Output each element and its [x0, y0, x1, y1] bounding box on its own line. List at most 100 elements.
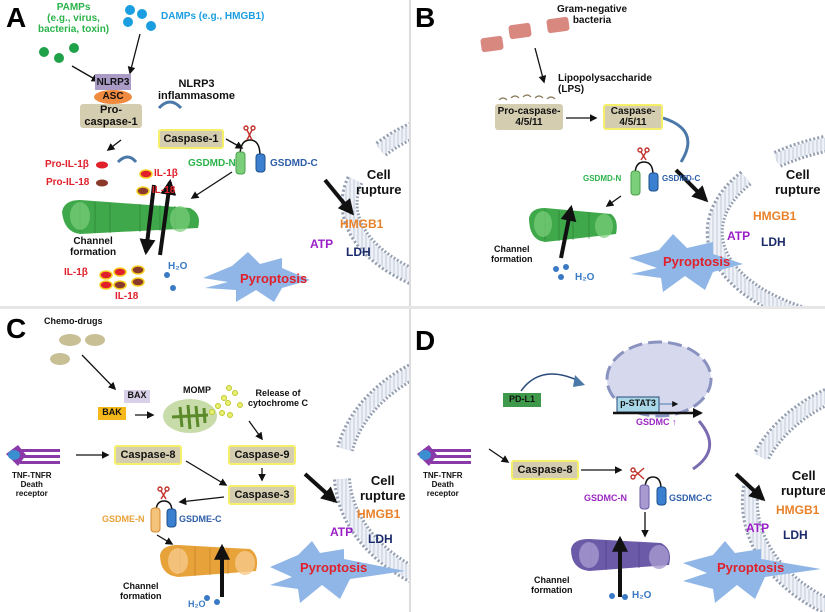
inflammasome-line-1: NLRP3 — [178, 78, 215, 90]
ldh-label: LDH — [368, 532, 393, 546]
h2o-label: H₂O — [632, 590, 652, 601]
ldh-label: LDH — [783, 528, 808, 542]
chemo-drugs-label: Chemo-drugs — [44, 316, 103, 326]
caspase-4-5-11-box: Caspase- 4/5/11 — [603, 104, 663, 130]
panel-label: C — [6, 313, 27, 344]
pamps-line-2: (e.g., virus, — [47, 13, 100, 25]
gsdme-pore-channel — [160, 545, 258, 577]
h2o-label: H₂O — [575, 272, 595, 283]
arrow-pdl1-head — [573, 375, 585, 387]
h2o-label: H₂O — [188, 599, 206, 609]
water-molecules — [609, 593, 628, 600]
pamps-line-3: bacteria, toxin) — [38, 24, 110, 36]
asc-label: ASC — [102, 91, 124, 102]
tnf-receptor-icon — [417, 445, 471, 466]
bak-label: BAK — [98, 407, 126, 420]
pyroptosis-label: Pyroptosis — [717, 560, 785, 575]
cell-rupture-line-1: Cell — [366, 167, 391, 182]
panel-divider-horizontal — [0, 306, 825, 309]
cell-rupture-label: Cell rupture — [356, 167, 402, 197]
arrow-gsdme-to-channel — [156, 534, 174, 545]
arrow-pamps-to-nlrp3 — [71, 65, 100, 82]
atp-label: ATP — [310, 237, 334, 251]
gsdmd-pore-channel — [62, 200, 199, 234]
hmgb1-label: HMGB1 — [357, 507, 401, 521]
lps-label: Lipopolysaccharide (LPS) — [558, 73, 652, 95]
channel-line-1: Channel — [533, 575, 570, 585]
il-18-label: IL-18 — [152, 185, 176, 196]
damps-label: DAMPs (e.g., HMGB1) — [161, 11, 265, 22]
water-molecules — [553, 264, 569, 280]
arrow-caspase1-to-cytokines — [106, 139, 122, 151]
scissors-icon — [630, 467, 645, 480]
pamps-label: PAMPs (e.g., virus, bacteria, toxin) — [38, 2, 109, 36]
channel-formation-label: Channel formation — [531, 575, 573, 595]
mitochondria-icon — [163, 399, 217, 433]
panel-b-graphics — [480, 16, 825, 306]
rupture-arrow — [734, 472, 766, 502]
arrow-damps-to-nlrp3 — [127, 33, 141, 75]
caspase-3-box: Caspase-3 — [228, 485, 296, 505]
pro-caspase-line-2: 4/5/11 — [515, 117, 543, 128]
pd-l1-label: PD-L1 — [508, 394, 535, 404]
receptor-line-3: receptor — [426, 488, 459, 498]
rupture-arrow — [323, 178, 355, 216]
arrow-caspase3-to-gsdme — [178, 496, 225, 506]
pyroptosis-starburst — [203, 252, 310, 302]
p-stat3-label: p-STAT3 — [620, 398, 656, 408]
cell-rupture-line-2: rupture — [775, 181, 821, 197]
release-line-2: cytochrome C — [248, 398, 309, 409]
channel-line-1: Channel — [122, 581, 159, 591]
cytochrome-c-particles — [209, 385, 243, 418]
pro-caspase-1-box: Pro- caspase-1 — [80, 104, 142, 128]
channel-line-2: formation — [70, 247, 117, 259]
pro-caspase-4-5-11-box: Pro-caspase- 4/5/11 — [495, 104, 563, 130]
bacteria-line-1: Gram-negative — [557, 4, 628, 15]
hmgb1-label: HMGB1 — [753, 209, 797, 223]
channel-influx-arrow — [559, 204, 577, 259]
receptor-line-3: receptor — [15, 488, 48, 498]
release-line-1: Release of — [255, 388, 301, 398]
gsdme-n-label: GSDME-N — [102, 514, 145, 524]
hmgb1-label: HMGB1 — [776, 503, 820, 517]
tnf-receptor-icon — [6, 445, 60, 466]
cell-rupture-label: Cell rupture — [781, 468, 825, 498]
panel-a: A PAMPs (e.g., virus, bacteria, toxin) D… — [0, 0, 409, 306]
cell-rupture-line-2: rupture — [360, 487, 406, 503]
gsdmc-n-label: GSDMC-N — [584, 493, 627, 503]
pyroptosis-starburst — [629, 234, 743, 292]
arrow-bacteria-to-lps — [534, 47, 547, 84]
gsdme-protein — [150, 500, 177, 533]
ldh-label: LDH — [761, 235, 786, 249]
pro-cytokines — [96, 161, 153, 196]
inflammasome-line-2: inflammasome — [158, 90, 236, 103]
gsdmd-n-label: GSDMD-N — [583, 174, 622, 183]
curved-arrow-caspase-to-gsdmd — [662, 116, 690, 163]
death-receptor-label: TNF-TNFR Death receptor — [423, 471, 463, 499]
pro-caspase-1-line-1: Pro- — [100, 103, 122, 116]
caspase-line-2: 4/5/11 — [619, 117, 647, 128]
panel-label: B — [415, 2, 436, 33]
panel-d: D PD-L1 p-STAT3 GSDMC ↑ Caspase-8 TNF-TN… — [411, 309, 825, 612]
death-receptor-label: TNF-TNFR Death receptor — [12, 471, 52, 499]
cell-rupture-line-1: Cell — [785, 167, 810, 182]
arrow-caspase8-to-caspase3 — [185, 460, 228, 486]
atp-label: ATP — [746, 521, 770, 535]
arrow-pdl1-to-pstat3 — [520, 373, 580, 392]
bacteria-icons — [480, 16, 570, 53]
channel-formation-label: Channel formation — [491, 244, 533, 264]
lps-molecules — [498, 94, 556, 101]
arrow-gsdmd-to-channel — [605, 195, 622, 207]
hmgb1-label: HMGB1 — [340, 217, 384, 231]
channel-flux-arrows — [139, 178, 177, 256]
pro-il-1b-label: Pro-IL-1β — [45, 159, 89, 170]
released-il-18-label: IL-18 — [115, 291, 139, 302]
channel-formation-label: Channel formation — [120, 581, 162, 601]
pyroptosis-starburst — [683, 541, 821, 603]
channel-line-2: formation — [120, 591, 162, 602]
receptor-line-1: TNF-TNFR — [12, 471, 52, 480]
panel-label: A — [6, 2, 27, 33]
caspase-line-1: Caspase- — [610, 106, 656, 117]
cell-rupture-line-1: Cell — [370, 473, 395, 488]
receptor-line-1: TNF-TNFR — [423, 471, 463, 480]
